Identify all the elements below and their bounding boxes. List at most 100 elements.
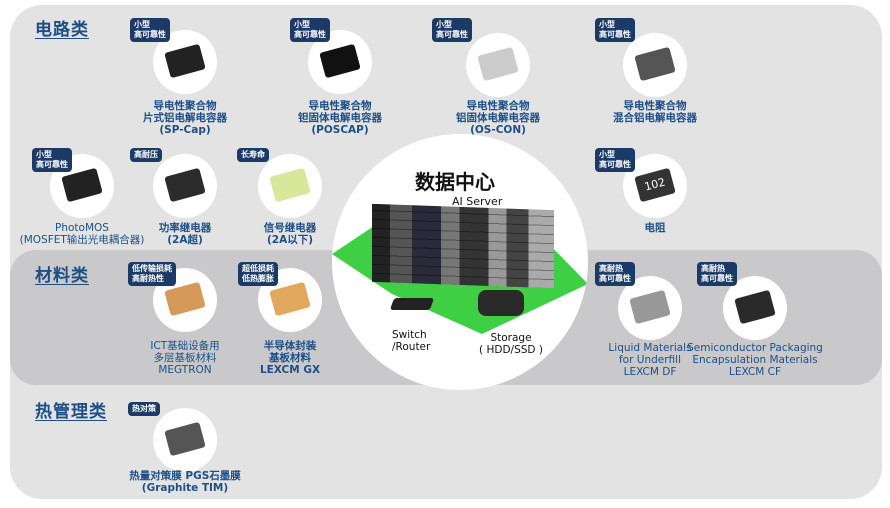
product-label-line: (SP-Cap): [159, 124, 211, 136]
product-label-line: PhotoMOS: [55, 222, 109, 234]
product-label-line: 电阻: [644, 222, 666, 234]
signal-relay-icon: [258, 154, 322, 218]
feature-tag-line: 高可靠性: [599, 160, 631, 169]
feature-tag-line: 高可靠性: [599, 274, 631, 283]
feature-tag-line: 高耐热性: [132, 274, 164, 283]
product-label-line: 基板材料: [269, 352, 311, 364]
feature-tag-line: 低热膨胀: [242, 274, 274, 283]
server-rack-icon: [372, 203, 554, 289]
feature-tag-line: 高耐热: [599, 264, 623, 273]
product-label-line: 钽固体电解电容器: [298, 112, 382, 124]
product-image: [164, 167, 206, 203]
product-label-line: 导电性聚合物: [308, 100, 372, 112]
product-label-line: MEGTRON: [158, 364, 212, 376]
underfill-dispenser-icon: [618, 276, 682, 340]
feature-tag: 超低损耗低热膨胀: [238, 262, 278, 286]
product-image: [164, 43, 206, 79]
feature-tag-line: 小型: [36, 150, 52, 159]
feature-tag-line: 高耐热: [701, 264, 725, 273]
feature-tag: 热对策: [128, 402, 160, 416]
feature-tag-line: 高耐压: [134, 150, 158, 159]
product-label-line: 导电性聚合物: [466, 100, 530, 112]
product-label: 功率继电器(2A超): [90, 222, 280, 246]
product-label: 信号继电器(2A以下): [195, 222, 385, 246]
product-label: PhotoMOS(MOSFET输出光电耦合器): [0, 222, 177, 246]
feature-tag-line: 高可靠性: [599, 30, 631, 39]
feature-tag-line: 热对策: [132, 404, 156, 413]
product-image: [477, 46, 519, 82]
product-label-line: (Graphite TIM): [141, 482, 229, 494]
feature-tag: 低传输损耗高耐热性: [128, 262, 176, 286]
product-label: 热量对策膜 PGS石墨膜(Graphite TIM): [90, 470, 280, 494]
feature-tag-line: 小型: [294, 20, 310, 29]
feature-tag: 小型高可靠性: [432, 18, 472, 42]
ai-server-label: AI Server: [452, 195, 503, 208]
feature-tag-line: 高可靠性: [701, 274, 733, 283]
storage-label-line: Storage: [490, 332, 532, 344]
power-relay-icon: [153, 154, 217, 218]
product-label-line: Liquid Materials: [608, 342, 692, 354]
product-label-line: for Underfill: [618, 354, 681, 366]
feature-tag-line: 小型: [436, 20, 452, 29]
storage-label-line: ( HDD/SSD ): [479, 344, 543, 356]
feature-tag-line: 小型: [134, 20, 150, 29]
storage-icon: [478, 290, 524, 316]
product-image: 102: [634, 167, 676, 203]
feature-tag: 高耐压: [130, 148, 162, 162]
product-label: 导电性聚合物钽固体电解电容器(POSCAP): [245, 100, 435, 136]
product-label-line: 导电性聚合物: [623, 100, 687, 112]
product-image: [629, 289, 671, 325]
product-label: 电阻: [560, 222, 750, 234]
product-label-line: 混合铝电解电容器: [613, 112, 697, 124]
product-label-line: ICT基础设备用: [150, 340, 220, 352]
product-label-line: 铝固体电解电容器: [456, 112, 540, 124]
feature-tag-line: 长寿命: [241, 150, 265, 159]
os-con-capacitor-icon: [466, 33, 530, 97]
product-image: [61, 167, 103, 203]
product-image: [164, 421, 206, 457]
feature-tag: 长寿命: [237, 148, 269, 162]
product-label-line: (POSCAP): [311, 124, 369, 136]
switch-label: Switch /Router: [392, 329, 430, 353]
product-image: [634, 46, 676, 82]
switch-label-line: Switch: [392, 329, 427, 341]
product-label-line: 多层基板材料: [153, 352, 217, 364]
product-label: 导电性聚合物铝固体电解电容器(OS-CON): [403, 100, 593, 136]
feature-tag-line: 超低损耗: [242, 264, 274, 273]
feature-tag-line: 小型: [599, 20, 615, 29]
product-label-line: (2A以下): [266, 234, 314, 246]
product-label-line: (2A超): [167, 234, 203, 246]
product-label-line: LEXCM DF: [623, 366, 677, 378]
feature-tag: 小型高可靠性: [130, 18, 170, 42]
product-image: [734, 289, 776, 325]
encapsulation-pellets-icon: [723, 276, 787, 340]
feature-tag-line: 低传输损耗: [132, 264, 172, 273]
product-label-line: 导电性聚合物: [153, 100, 217, 112]
feature-tag: 小型高可靠性: [290, 18, 330, 42]
product-label: 导电性聚合物片式铝电解电容器(SP-Cap): [90, 100, 280, 136]
feature-tag-line: 小型: [599, 150, 615, 159]
category-materials: 材料类: [35, 266, 89, 286]
product-label-line: 信号继电器: [263, 222, 317, 234]
product-label-line: 片式铝电解电容器: [143, 112, 227, 124]
feature-tag: 小型高可靠性: [595, 18, 635, 42]
storage-label: Storage ( HDD/SSD ): [472, 332, 550, 356]
feature-tag: 小型高可靠性: [32, 148, 72, 172]
product-label-line: (OS-CON): [470, 124, 526, 136]
product-image: [319, 43, 361, 79]
feature-tag-line: 高可靠性: [436, 30, 468, 39]
switch-icon: [389, 298, 435, 310]
feature-tag: 小型高可靠性: [595, 148, 635, 172]
feature-tag-line: 高可靠性: [134, 30, 166, 39]
product-label-line: LEXCM GX: [259, 364, 321, 376]
product-label-line: 功率继电器: [158, 222, 212, 234]
product-label-line: (MOSFET输出光电耦合器): [19, 234, 145, 246]
product-label-line: 半导体封装: [263, 340, 317, 352]
switch-label-line: /Router: [392, 341, 431, 353]
hybrid-capacitor-icon: [623, 33, 687, 97]
category-circuit: 电路类: [35, 20, 89, 40]
data-center-title: 数据中心: [415, 170, 495, 194]
